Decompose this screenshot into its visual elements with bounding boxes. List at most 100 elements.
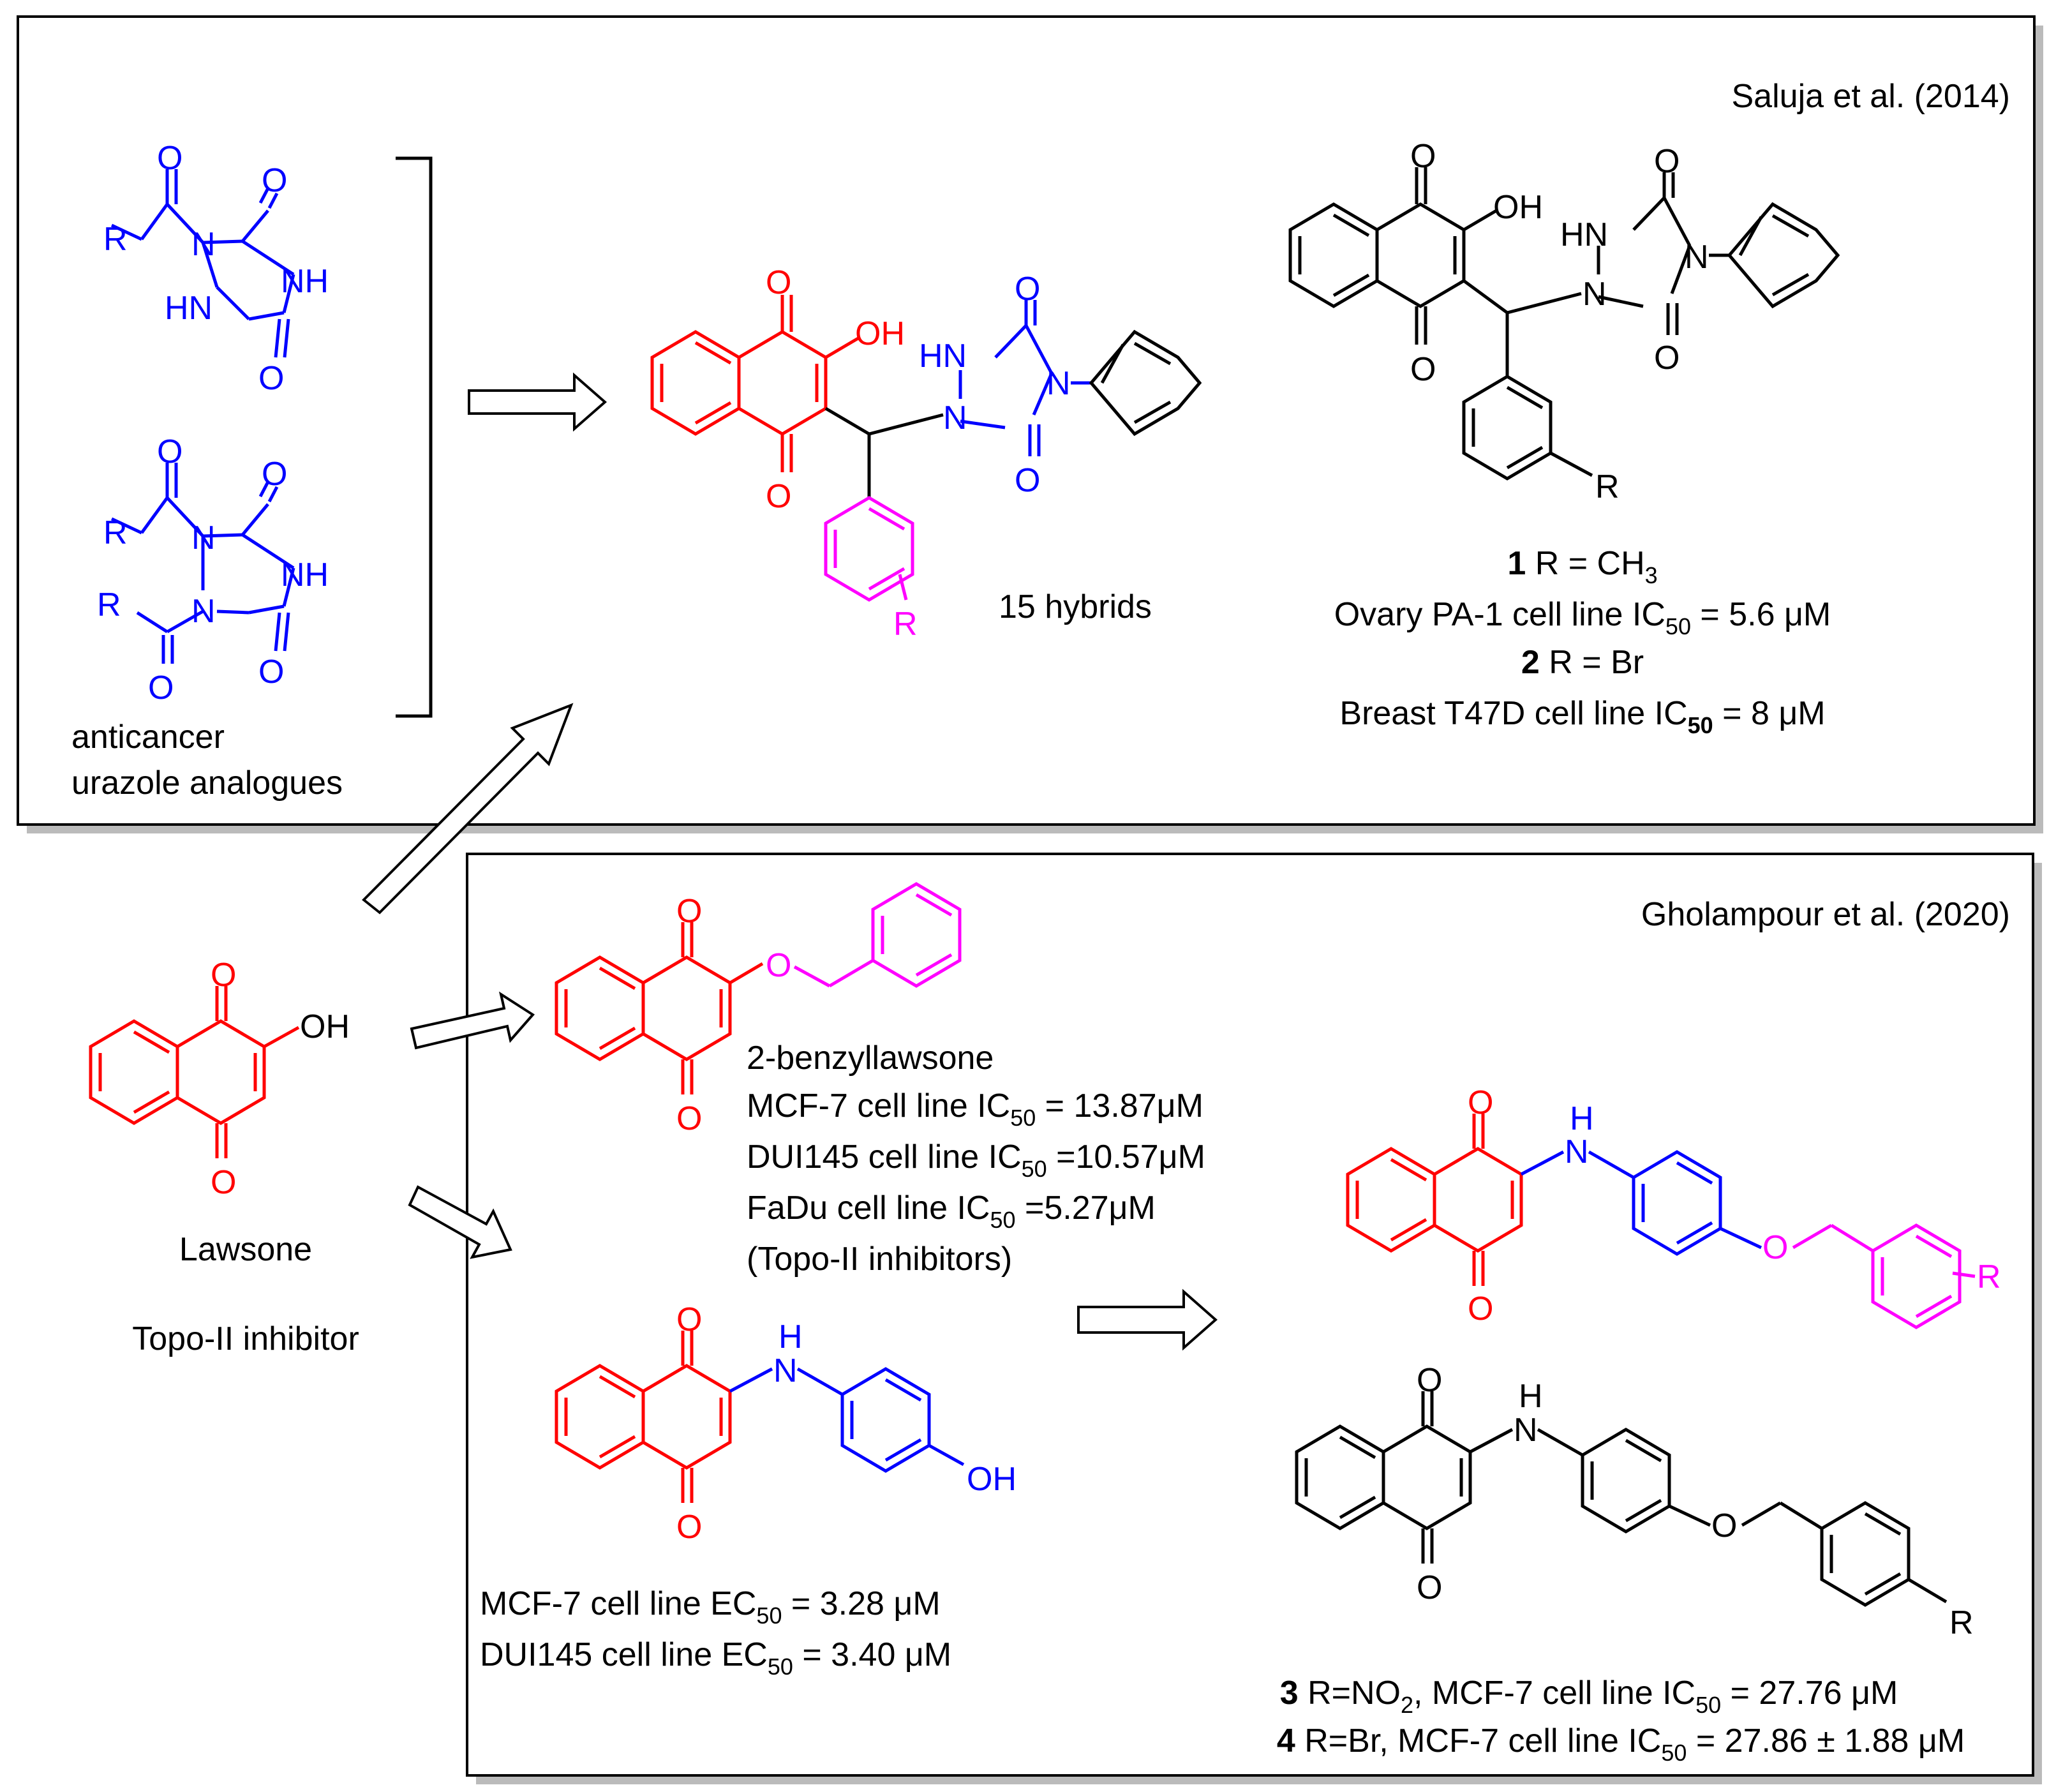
atom-o: O — [1417, 1569, 1442, 1606]
saluja-structure — [1288, 167, 1840, 481]
benzyllawsone-text: 2-benzyllawsone MCF-7 cell line IC50 = 1… — [747, 1040, 1205, 1278]
atom-o: O — [1654, 143, 1680, 180]
benzyl-line1-sub: 50 — [1010, 1105, 1036, 1131]
atom-r: R — [1595, 468, 1620, 505]
atom-r: R — [97, 586, 121, 623]
compound2-line: 2 R = Br — [1521, 644, 1644, 681]
atom-hn: HN — [165, 290, 212, 327]
compound1-number: 1 — [1507, 545, 1526, 582]
atom-o: O — [1015, 462, 1040, 499]
compound3-sub: 2 — [1401, 1692, 1413, 1718]
arrow-to-hybrid — [468, 372, 607, 432]
atom-o: O — [1015, 271, 1040, 308]
atom-o: O — [262, 456, 287, 493]
benzyl-name: 2-benzyllawsone — [747, 1040, 994, 1077]
atom-o: O — [676, 893, 702, 930]
atom-oh: OH — [855, 315, 905, 352]
hybrid-linker — [824, 407, 944, 498]
citation-gholampour: Gholampour et al. (2020) — [1641, 896, 2010, 933]
atom-o: O — [1654, 340, 1680, 377]
design-benzyl — [1792, 1223, 1976, 1329]
atom-r: R — [103, 221, 128, 258]
atom-r: R — [1977, 1258, 2001, 1295]
amino-line2-sub: 50 — [768, 1654, 793, 1680]
atom-o: O — [676, 1509, 702, 1546]
atom-r: R — [1949, 1604, 1974, 1641]
panel-top-frame — [17, 15, 2043, 833]
amino-text: MCF-7 cell line EC50 = 3.28 μM DUI145 ce… — [480, 1585, 951, 1680]
urazole-di-labels: O R N O NH R N O O — [97, 433, 329, 706]
compound1-activity: Ovary PA-1 cell line IC50 = 5.6 μM — [1334, 596, 1831, 639]
compound2-number: 2 — [1521, 644, 1540, 681]
atom-hn: HN — [1560, 216, 1608, 253]
atom-o: O — [766, 478, 791, 515]
panel-bottom-frame — [466, 853, 2042, 1784]
compound3-line: 3 R=NO2, MCF-7 cell line IC50 = 27.76 μM — [1280, 1675, 1898, 1718]
compound4-sub: 50 — [1661, 1740, 1687, 1766]
atom-o: O — [1468, 1084, 1493, 1121]
atom-o: O — [766, 264, 791, 301]
compound3-val: = 27.76 μM — [1721, 1675, 1898, 1712]
amino-core — [555, 1331, 732, 1503]
amino-line2-text: DUI145 cell line EC — [480, 1636, 768, 1673]
lawsone-labels: O OH O — [211, 957, 350, 1201]
urazole-di-acyl — [110, 463, 295, 664]
compound3-sub2: 50 — [1695, 1692, 1721, 1718]
urazole-mono-acyl — [110, 169, 295, 358]
benzyl-line1-val: = 13.87μM — [1036, 1087, 1203, 1124]
compound4-text: R=Br, MCF-7 cell line IC — [1295, 1722, 1662, 1759]
arrow-lawsone-to-benzyl — [410, 991, 535, 1050]
benzyl-line3-val: =5.27μM — [1016, 1190, 1156, 1227]
atom-h: H — [1570, 1100, 1594, 1137]
atom-o: O — [1410, 138, 1436, 175]
lawsone-name: Lawsone — [179, 1231, 312, 1268]
atom-n: N — [1583, 276, 1607, 313]
urazole-caption-line2: urazole analogues — [71, 765, 343, 802]
atom-n: N — [1685, 239, 1709, 276]
compound2-activity-sub: 50 — [1688, 712, 1713, 738]
atom-o: O — [148, 669, 174, 706]
benzyl-line1-text: MCF-7 cell line IC — [747, 1087, 1010, 1124]
lawsone-structure — [89, 986, 300, 1158]
hybrid-urazole — [958, 300, 1091, 456]
compound34-text: 3 R=NO2, MCF-7 cell line IC50 = 27.76 μM… — [1277, 1675, 1965, 1766]
compound1-activity-sub: 50 — [1665, 613, 1691, 639]
lawsone-role: Topo-II inhibitor — [132, 1320, 359, 1357]
atom-o: O — [1711, 1507, 1737, 1544]
benzyllawsone-labels: O O O — [676, 893, 791, 1137]
compound2-activity-val: = 8 μM — [1713, 695, 1826, 732]
atom-o: O — [262, 162, 287, 199]
amino-labels: O H N O OH — [676, 1301, 1017, 1546]
atom-oh: OH — [300, 1008, 350, 1045]
design-aniline — [1520, 1150, 1762, 1256]
benzyllawsone-core — [555, 922, 764, 1094]
hybrid-labels: O OH O HN N O N O R — [766, 264, 1071, 643]
design-labels: O H N O O R — [1468, 1084, 2001, 1327]
compound1-line: 1 R = CH3 — [1507, 545, 1657, 588]
atom-nh: NH — [281, 263, 329, 300]
design-core — [1346, 1114, 1523, 1286]
compound4-line: 4 R=Br, MCF-7 cell line IC50 = 27.86 ± 1… — [1277, 1722, 1965, 1766]
benzyl-line1: MCF-7 cell line IC50 = 13.87μM — [747, 1087, 1203, 1131]
amino-line2-val: = 3.40 μM — [793, 1636, 951, 1673]
urazole-caption-line1: anticancer — [71, 719, 225, 756]
atom-o: O — [676, 1100, 702, 1137]
benzyl-line2-text: DUI145 cell line IC — [747, 1139, 1022, 1176]
atom-o: O — [1762, 1229, 1788, 1266]
saluja-labels: O OH O HN N O N O R — [1410, 138, 1709, 505]
amino-line1-text: MCF-7 cell line EC — [480, 1585, 756, 1622]
atom-o: O — [766, 947, 791, 984]
benzyllawsone-benzyl — [793, 882, 962, 988]
atom-n: N — [191, 519, 216, 556]
compound3-number: 3 — [1280, 1675, 1299, 1712]
compound34-labels: O H N O O R — [1417, 1362, 1974, 1641]
atom-o: O — [1410, 351, 1436, 388]
benzyl-line2-sub: 50 — [1022, 1156, 1047, 1182]
arrow-to-design — [1077, 1288, 1218, 1351]
atom-n: N — [191, 593, 216, 630]
atom-nh: NH — [281, 556, 329, 594]
benzyl-line2-val: =10.57μM — [1047, 1139, 1205, 1176]
benzyl-line4: (Topo-II inhibitors) — [747, 1241, 1012, 1278]
atom-n: N — [1047, 365, 1071, 402]
